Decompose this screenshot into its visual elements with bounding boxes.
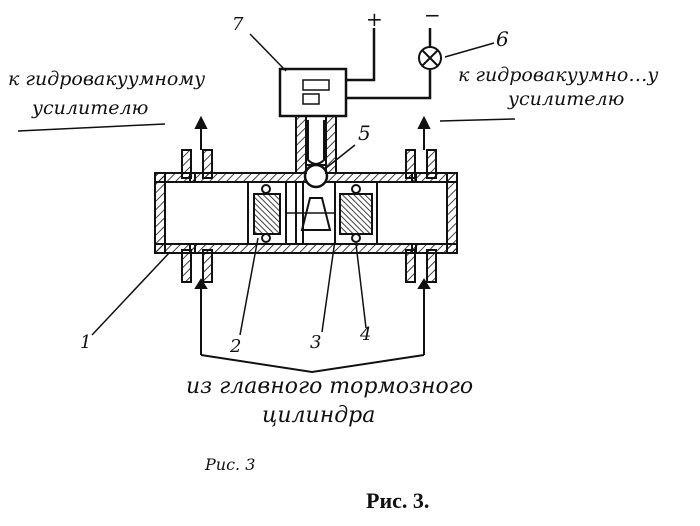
label-master-cylinder-line1: из главного тормозного	[186, 374, 473, 399]
part-number-4: 4	[359, 324, 371, 345]
right-piston-seal-bottom	[351, 233, 361, 243]
right-end-cap	[405, 149, 458, 283]
label-left-vacuum-booster-line1: к гидровакуумному	[8, 68, 205, 90]
label-master-cylinder-line2: цилиндра	[262, 403, 375, 428]
central-spool	[286, 182, 335, 244]
part-number-2: 2	[229, 336, 241, 357]
right-piston	[334, 181, 378, 245]
right-piston-seal-top	[351, 184, 361, 194]
switch-housing	[278, 67, 348, 118]
part-number-7: 7	[232, 14, 244, 35]
label-right-vacuum-booster-line1: к гидровакуумно…у	[458, 64, 658, 86]
part-number-5: 5	[358, 121, 371, 145]
left-end-cap	[154, 149, 213, 283]
ball-valve	[303, 163, 329, 189]
part-number-3: 3	[310, 332, 321, 353]
left-piston	[247, 181, 287, 245]
left-piston-seal-bottom	[261, 233, 271, 243]
left-piston-seal-top	[261, 184, 271, 194]
indicator-lamp	[418, 46, 442, 70]
wiring	[346, 28, 432, 100]
leader-lines	[17, 33, 516, 336]
part-number-1: 1	[80, 332, 91, 353]
label-left-vacuum-booster-line2: усилителю	[31, 97, 148, 119]
figure-caption: Рис. 3.	[366, 488, 429, 513]
part-number-6: 6	[496, 27, 509, 51]
handwritten-figure-caption: Рис. 3	[204, 455, 255, 474]
minus-terminal-label: −	[424, 3, 441, 27]
plus-terminal-label: +	[366, 7, 383, 31]
label-right-vacuum-booster-line2: усилителю	[507, 88, 624, 110]
flow-arrows	[194, 115, 431, 374]
